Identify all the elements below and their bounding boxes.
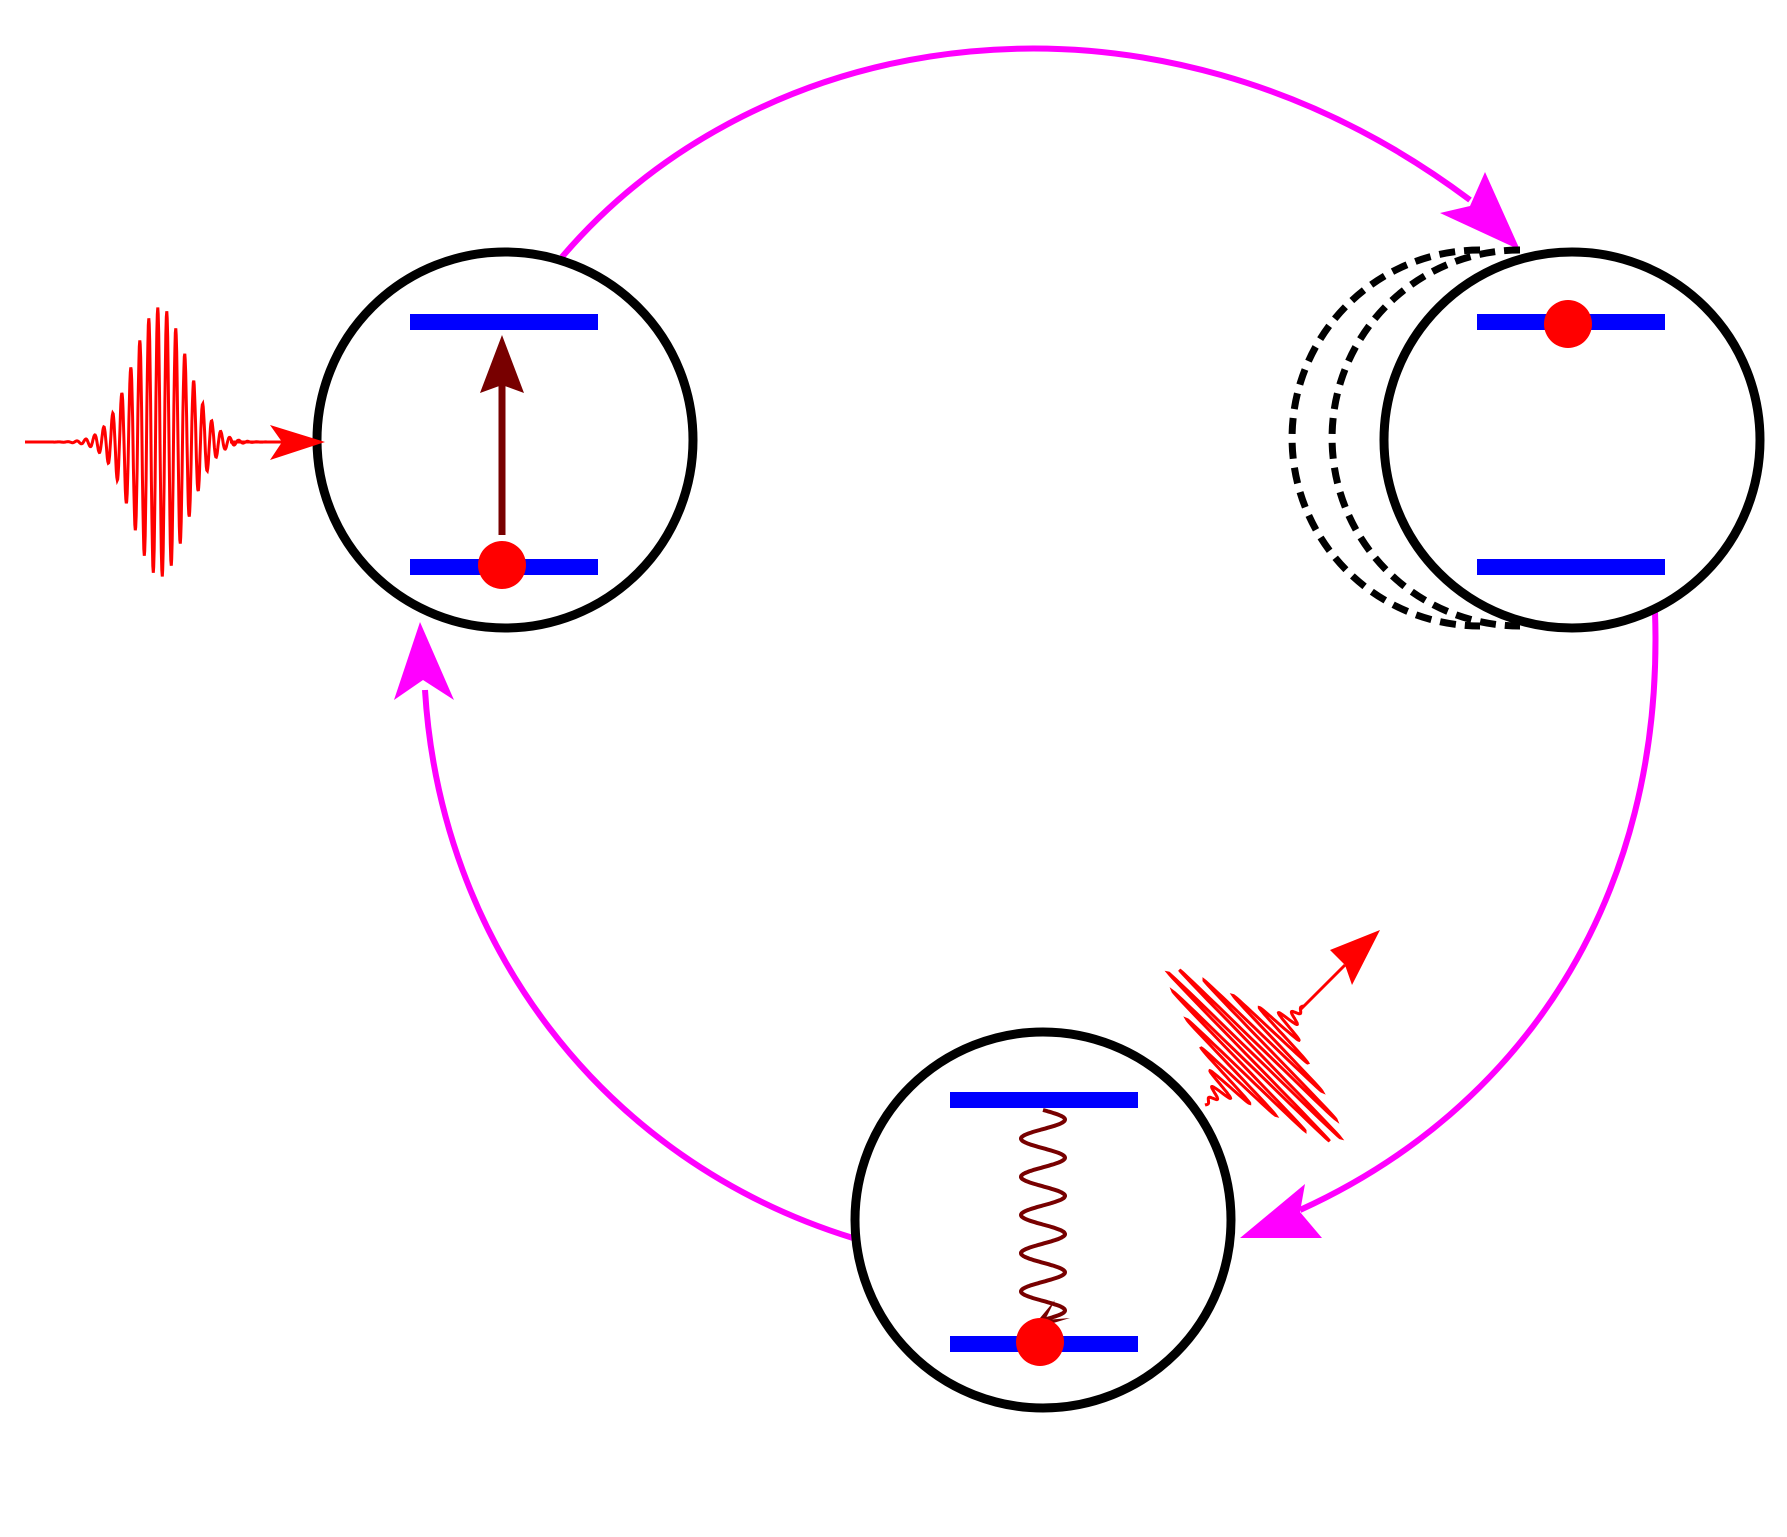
recoil-trail-outline-1 xyxy=(1288,246,1481,630)
arrowhead-emit-icon xyxy=(1240,1184,1322,1238)
atom-outline xyxy=(1379,247,1765,633)
incoming-photon-arrowhead-icon xyxy=(270,425,325,460)
electron xyxy=(1544,300,1592,348)
cycle-arrow-absorb-to-excited xyxy=(559,45,1472,259)
outgoing-photon-line xyxy=(1298,963,1347,1012)
incoming-photon xyxy=(25,307,325,577)
arrowhead-excited-icon xyxy=(1440,172,1520,250)
decay-wavy-transition xyxy=(1018,1108,1068,1322)
outgoing-photon-arrowhead-icon xyxy=(1330,930,1380,985)
electron xyxy=(1016,1318,1064,1366)
atom-outline xyxy=(850,1027,1236,1413)
electron xyxy=(478,541,526,589)
emitting-atom xyxy=(850,1027,1236,1413)
cycle-arrow-excited-to-emit xyxy=(1298,611,1659,1213)
outgoing-photon-wavepacket xyxy=(1164,968,1345,1143)
outgoing-photon xyxy=(1164,930,1380,1143)
recoil-trail-outline-2 xyxy=(1328,246,1521,630)
excitation-arrow-head-icon xyxy=(480,335,524,393)
cycle-arrow-emit-to-absorb xyxy=(422,689,854,1241)
arrowhead-absorb-icon xyxy=(394,622,454,700)
absorbing-atom xyxy=(312,247,698,633)
excited-atom xyxy=(1288,246,1765,633)
cycle-arrows xyxy=(394,45,1659,1241)
